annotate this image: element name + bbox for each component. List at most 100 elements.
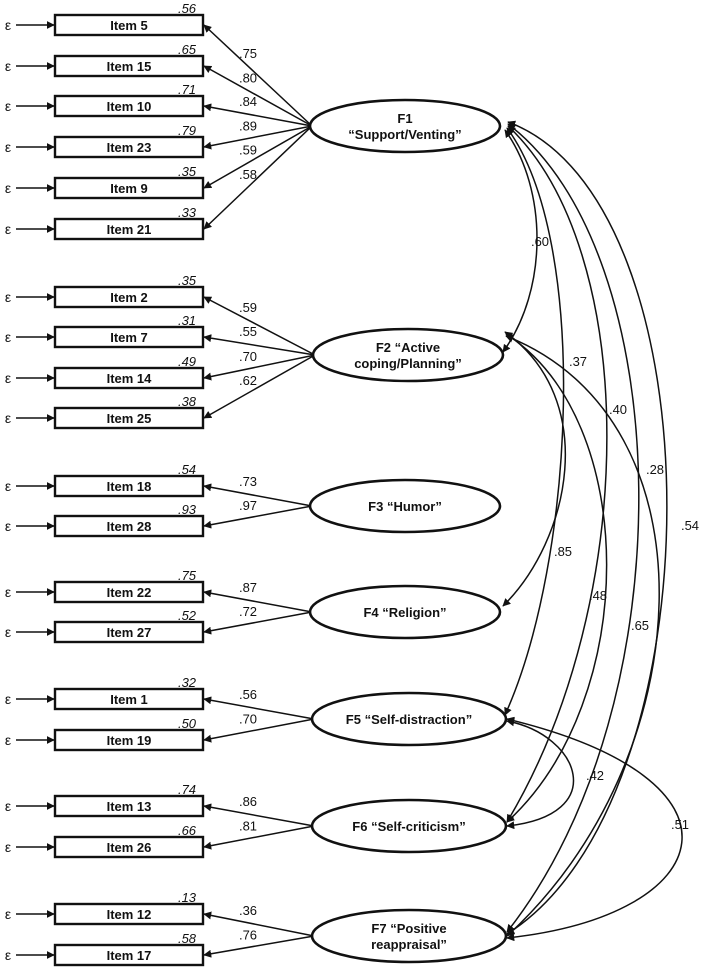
- loading-arrow: [203, 24, 313, 127]
- error-term-symbol: ε: [5, 289, 11, 305]
- factor-label: coping/Planning”: [354, 356, 462, 371]
- item-r-squared: .93: [178, 502, 197, 517]
- factor-ellipse: [310, 908, 508, 964]
- correlation-value: .85: [554, 544, 572, 559]
- factor-ellipse: [308, 98, 502, 154]
- item-label: Item 23: [107, 140, 152, 155]
- error-term-symbol: ε: [5, 17, 11, 33]
- item-r-squared: .33: [178, 205, 197, 220]
- item-label: Item 27: [107, 625, 152, 640]
- correlation-curve: [506, 718, 575, 830]
- correlation-curve: [506, 123, 640, 933]
- item-label: Item 19: [107, 733, 152, 748]
- loading-arrow: [203, 589, 313, 613]
- item-label: Item 18: [107, 479, 152, 494]
- loading-value: .58: [239, 167, 257, 182]
- loading-arrow: [203, 911, 315, 937]
- error-term-symbol: ε: [5, 180, 11, 196]
- item-box: [53, 406, 205, 430]
- loading-value: .76: [239, 927, 257, 942]
- item-box: [53, 366, 205, 390]
- item-box: [53, 474, 205, 498]
- item-r-squared: .66: [178, 823, 197, 838]
- loading-arrow: [203, 696, 315, 720]
- item-r-squared: .32: [178, 675, 197, 690]
- loading-arrow: [203, 718, 315, 743]
- factor-label: F3 “Humor”: [368, 499, 442, 514]
- loading-arrow: [203, 354, 316, 381]
- correlation-curve: [502, 129, 538, 353]
- correlation-curve: [506, 125, 608, 823]
- loading-arrow: [203, 935, 315, 958]
- factor-label: F5 “Self-distraction”: [346, 712, 472, 727]
- item-r-squared: .38: [178, 394, 197, 409]
- item-box: [53, 176, 205, 200]
- item-label: Item 7: [110, 330, 148, 345]
- error-term-symbol: ε: [5, 839, 11, 855]
- loading-value: .89: [239, 118, 257, 133]
- loading-value: .72: [239, 604, 257, 619]
- loading-arrow: [203, 354, 316, 419]
- loading-arrow: [203, 825, 315, 850]
- error-term-symbol: ε: [5, 98, 11, 114]
- loading-value: .36: [239, 903, 257, 918]
- correlation-curve: [506, 716, 683, 942]
- item-label: Item 15: [107, 59, 152, 74]
- loading-arrow: [203, 296, 316, 356]
- correlation-value: .42: [586, 768, 604, 783]
- factor-ellipse: [310, 798, 508, 854]
- item-box: [53, 285, 205, 309]
- correlation-value: .51: [671, 817, 689, 832]
- error-term-symbol: ε: [5, 906, 11, 922]
- correlation-value: .40: [609, 402, 627, 417]
- loading-arrow: [203, 803, 315, 827]
- factor-label: F2 “Active: [376, 340, 440, 355]
- item-label: Item 12: [107, 907, 152, 922]
- item-box: [53, 217, 205, 241]
- factor-label: reappraisal”: [371, 937, 447, 952]
- correlation-curve: [504, 127, 565, 716]
- correlation-curve: [506, 120, 668, 935]
- item-label: Item 9: [110, 181, 148, 196]
- loading-value: .59: [239, 143, 257, 158]
- error-term-symbol: ε: [5, 329, 11, 345]
- error-term-symbol: ε: [5, 798, 11, 814]
- item-r-squared: .35: [178, 164, 197, 179]
- item-label: Item 14: [107, 371, 153, 386]
- error-term-symbol: ε: [5, 58, 11, 74]
- item-label: Item 1: [110, 692, 148, 707]
- factor-label: F6 “Self-criticism”: [352, 819, 465, 834]
- factor-ellipse: [308, 478, 502, 534]
- error-term-symbol: ε: [5, 221, 11, 237]
- correlation-value: .60: [531, 234, 549, 249]
- error-term-symbol: ε: [5, 584, 11, 600]
- item-r-squared: .50: [178, 716, 197, 731]
- item-box: [53, 794, 205, 818]
- item-r-squared: .13: [178, 890, 197, 905]
- loading-value: .84: [239, 94, 257, 109]
- item-box: [53, 902, 205, 926]
- error-term-symbol: ε: [5, 624, 11, 640]
- factor-label: “Support/Venting”: [348, 127, 461, 142]
- loading-arrow: [203, 611, 313, 635]
- correlation-curve: [505, 334, 660, 937]
- loading-arrow: [203, 505, 313, 529]
- item-box: [53, 687, 205, 711]
- item-label: Item 2: [110, 290, 148, 305]
- loading-value: .97: [239, 498, 257, 513]
- item-box: [53, 728, 205, 752]
- factor-label: F4 “Religion”: [363, 605, 446, 620]
- loading-arrow: [203, 65, 313, 127]
- item-r-squared: .54: [178, 462, 196, 477]
- error-term-symbol: ε: [5, 410, 11, 426]
- loading-value: .55: [239, 324, 257, 339]
- item-r-squared: .71: [178, 82, 196, 97]
- item-label: Item 28: [107, 519, 152, 534]
- loading-value: .56: [239, 687, 257, 702]
- loading-value: .59: [239, 300, 257, 315]
- correlation-value: .28: [646, 462, 664, 477]
- item-box: [53, 514, 205, 538]
- error-term-symbol: ε: [5, 947, 11, 963]
- correlation-curve: [505, 333, 608, 823]
